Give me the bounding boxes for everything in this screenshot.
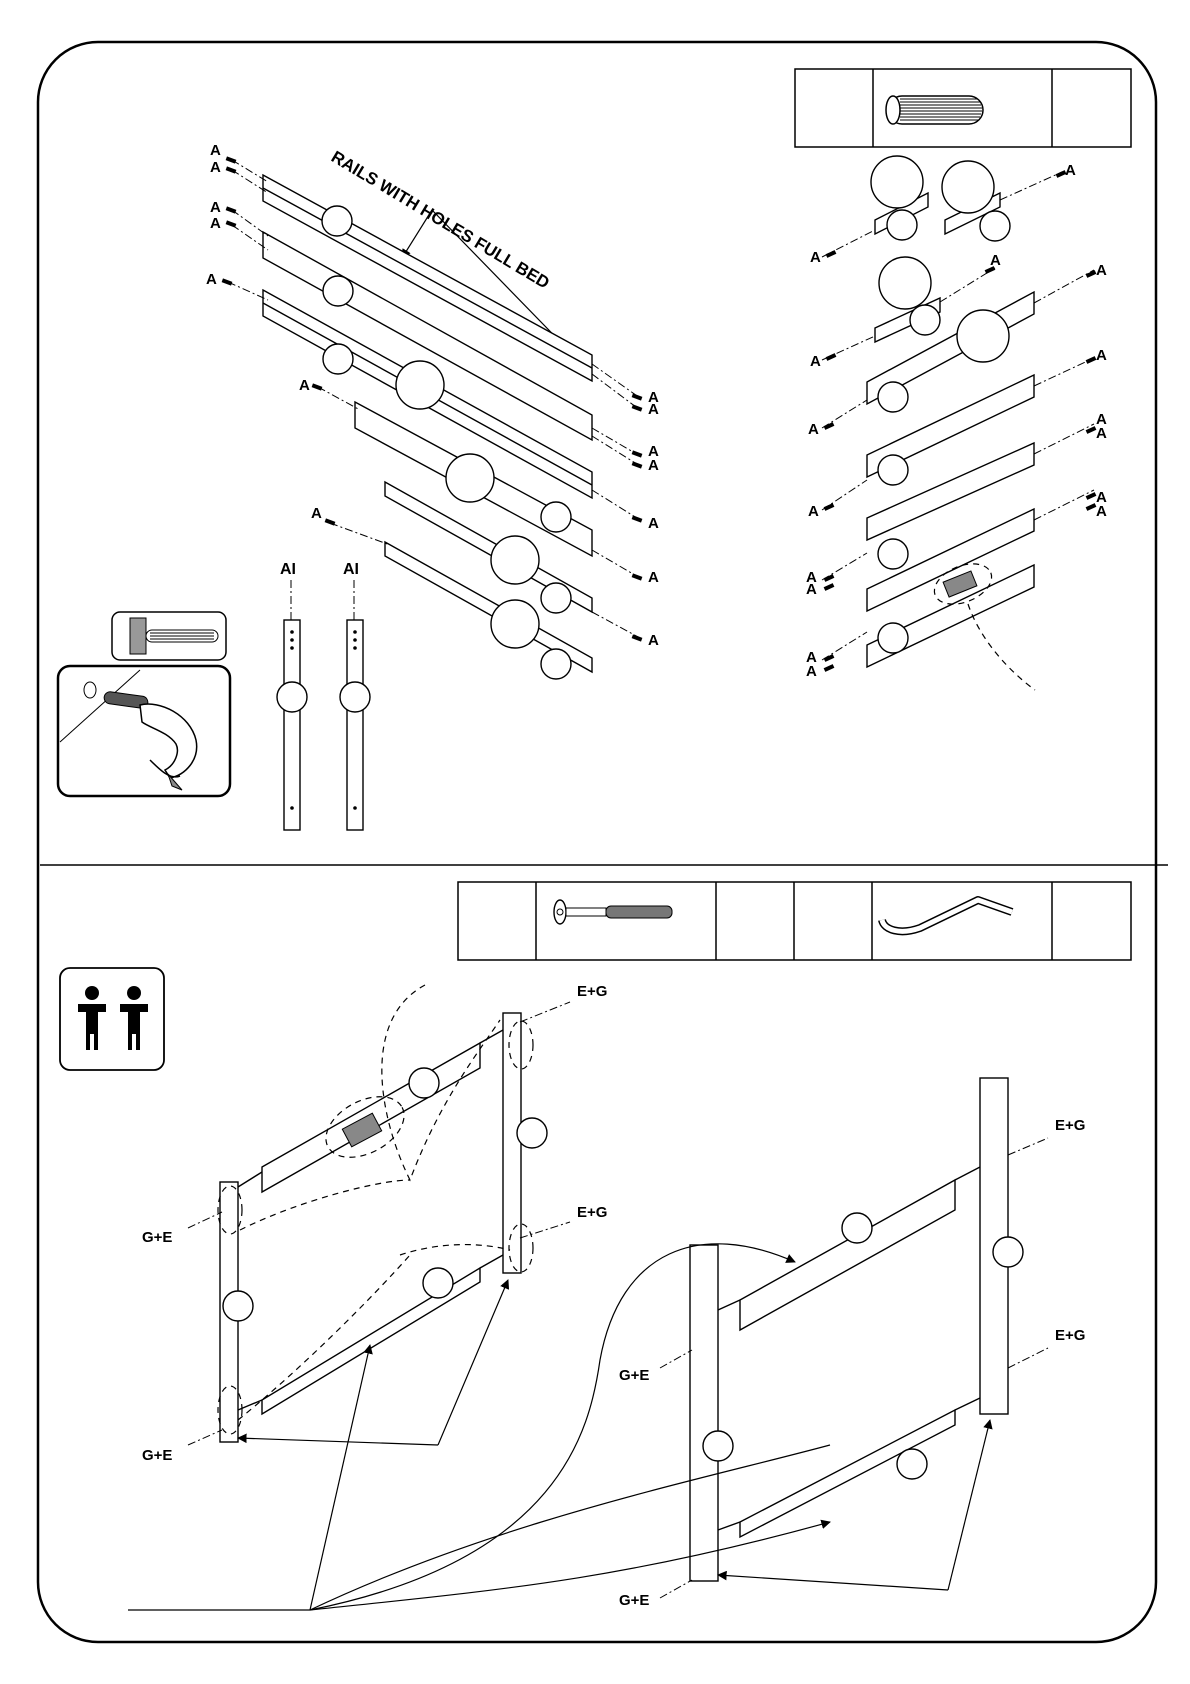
hammer-hint-box — [112, 612, 226, 660]
svg-text:A: A — [210, 142, 221, 159]
svg-text:A: A — [1096, 425, 1107, 442]
svg-text:A: A — [210, 215, 221, 232]
svg-text:A: A — [311, 505, 322, 522]
svg-text:E+G: E+G — [1055, 1117, 1085, 1134]
svg-text:G+E: G+E — [142, 1229, 172, 1246]
svg-text:E+G: E+G — [577, 1204, 607, 1221]
svg-text:A: A — [648, 457, 659, 474]
svg-text:A: A — [1096, 262, 1107, 279]
svg-text:A: A — [1065, 162, 1076, 179]
left-frame-assembly — [220, 1013, 521, 1442]
svg-text:A: A — [808, 503, 819, 520]
left-frame-details — [218, 985, 533, 1434]
bed-posts-top: AI AI — [277, 561, 370, 830]
svg-text:A: A — [648, 632, 659, 649]
svg-text:A: A — [990, 252, 1001, 269]
dowel-parts-table — [795, 69, 1131, 147]
svg-text:A: A — [806, 581, 817, 598]
svg-text:A: A — [299, 377, 310, 394]
svg-text:A: A — [648, 515, 659, 532]
svg-text:A: A — [806, 663, 817, 680]
svg-text:A: A — [1096, 503, 1107, 520]
wooden-dowel-icon — [886, 96, 983, 124]
svg-text:A: A — [210, 199, 221, 216]
svg-text:G+E: G+E — [619, 1367, 649, 1384]
bolt-key-parts-table — [458, 882, 1131, 960]
assembly-arrows-left — [128, 1280, 508, 1610]
svg-text:A: A — [1096, 347, 1107, 364]
svg-text:AI: AI — [343, 561, 359, 578]
assembly-arrows-right — [310, 1244, 990, 1610]
svg-text:A: A — [648, 401, 659, 418]
svg-text:A: A — [648, 569, 659, 586]
svg-text:E+G: E+G — [1055, 1327, 1085, 1344]
svg-text:A: A — [810, 249, 821, 266]
right-frame-assembly — [690, 1078, 1008, 1581]
svg-text:G+E: G+E — [619, 1592, 649, 1609]
svg-text:G+E: G+E — [142, 1447, 172, 1464]
hand-insert-hint-box — [58, 666, 230, 796]
rails-callout-text: RAILS WITH HOLES FULL BED — [328, 147, 553, 293]
svg-text:A: A — [210, 159, 221, 176]
svg-text:AI: AI — [280, 561, 296, 578]
svg-text:A: A — [810, 353, 821, 370]
bolt-labels-right-frame: E+G E+G G+E G+E — [619, 1117, 1085, 1609]
callout-arrow — [402, 210, 432, 258]
svg-text:A: A — [808, 421, 819, 438]
two-person-assembly-icon — [60, 968, 164, 1070]
svg-text:A: A — [206, 271, 217, 288]
svg-text:E+G: E+G — [577, 983, 607, 1000]
bolt-labels-left-frame: E+G E+G G+E G+E — [142, 983, 607, 1464]
